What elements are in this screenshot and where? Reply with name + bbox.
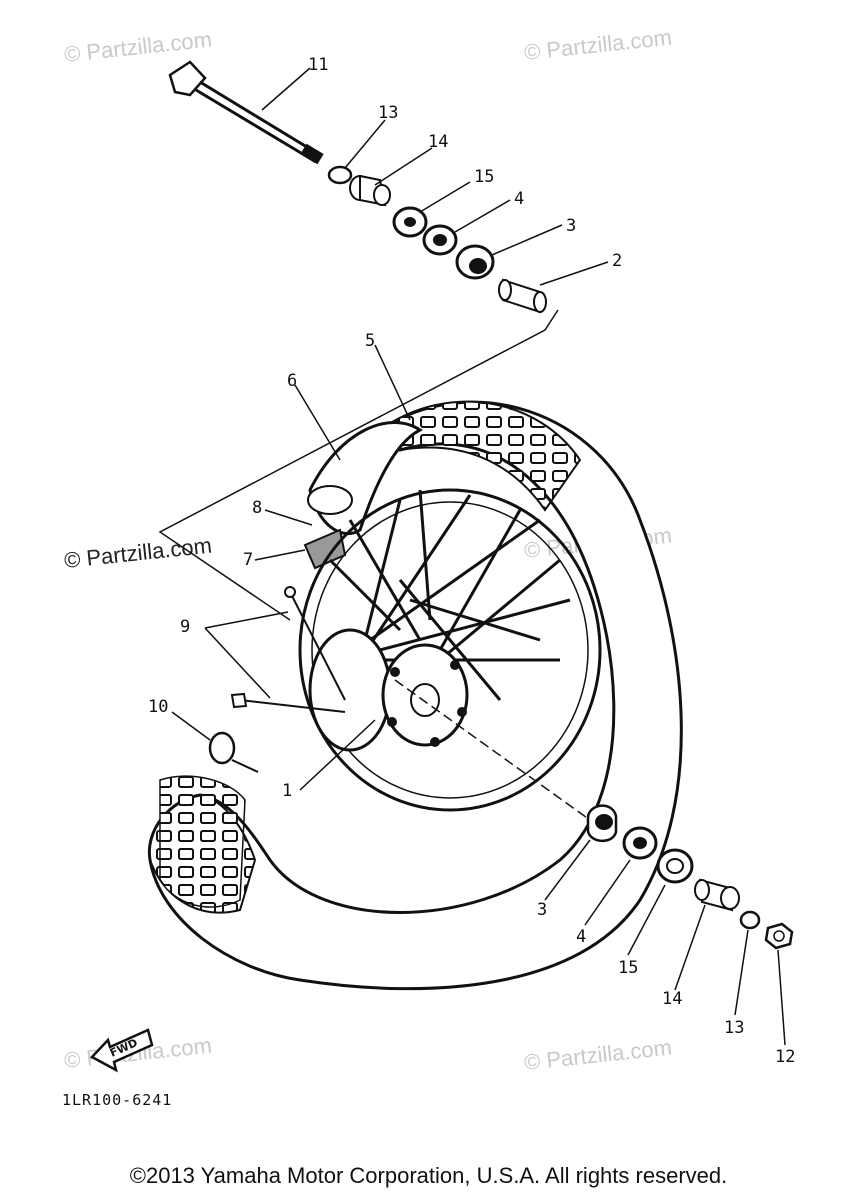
tube <box>307 421 423 536</box>
hub <box>308 628 469 752</box>
spacer-tube-2 <box>498 278 547 314</box>
callout-bottom-collar: 13 <box>724 1018 744 1038</box>
diagram-code: 1LR100-6241 <box>62 1091 172 1109</box>
valve-cap <box>208 731 259 773</box>
callout-axle: 11 <box>308 55 328 75</box>
washer-13-top <box>327 165 353 185</box>
bearing-4-bottom <box>622 826 658 860</box>
watermark-top-right: © Partzilla.com <box>523 25 673 65</box>
spacer-14-bottom <box>694 878 740 912</box>
tire <box>147 400 683 991</box>
callout-top-bearing: 4 <box>514 189 524 209</box>
callout-valve-cap: 10 <box>148 697 168 717</box>
callout-tire: 5 <box>365 331 375 351</box>
spoke-nipples <box>230 586 346 713</box>
nut-12 <box>764 922 794 950</box>
callout-top-spacer-tube: 2 <box>612 251 622 271</box>
callout-bottom-nut: 12 <box>775 1047 795 1067</box>
bearing-3-bottom <box>586 804 618 842</box>
watermark-bottom-right: © Partzilla.com <box>523 1035 673 1075</box>
exploded-wheel-diagram: © Partzilla.com © Partzilla.com © Partzi… <box>62 25 795 1109</box>
bottom-parts-stack <box>586 804 794 950</box>
callout-top-seal: 15 <box>474 167 494 187</box>
callout-bottom-bearing: 4 <box>576 927 586 947</box>
callout-bottom-bearing-outer: 3 <box>537 900 547 920</box>
bearing-3-top <box>455 244 495 280</box>
callout-rim-lock: 7 <box>243 550 253 570</box>
callout-top-bearing-outer: 3 <box>566 216 576 236</box>
leader-lines <box>171 67 786 1046</box>
rim-and-spokes <box>298 488 602 812</box>
copyright-notice: ©2013 Yamaha Motor Corporation, U.S.A. A… <box>129 1163 728 1188</box>
callout-tube: 6 <box>287 371 297 391</box>
callout-top-collar-nut: 13 <box>378 103 398 123</box>
top-parts-stack <box>327 165 547 314</box>
fwd-arrow: FWD <box>89 1028 154 1073</box>
callout-rim-band: 8 <box>252 498 262 518</box>
seal-15-top <box>392 206 428 238</box>
callout-bottom-seal: 15 <box>618 958 638 978</box>
axle <box>168 60 324 165</box>
callout-spokes: 9 <box>180 617 190 637</box>
callout-top-spacer: 14 <box>428 132 448 152</box>
bracket-line <box>158 309 559 621</box>
seal-15-bottom <box>656 848 694 884</box>
callout-numbers: 11 13 14 15 4 3 2 5 6 8 7 9 10 1 3 4 15 … <box>148 55 795 1067</box>
callout-bottom-spacer: 14 <box>662 989 682 1009</box>
spacer-14-top <box>349 174 391 207</box>
washer-13-bottom <box>739 910 761 930</box>
bearing-4-top <box>422 224 458 256</box>
callout-hub: 1 <box>282 781 292 801</box>
axis-line-bottom <box>394 679 591 821</box>
